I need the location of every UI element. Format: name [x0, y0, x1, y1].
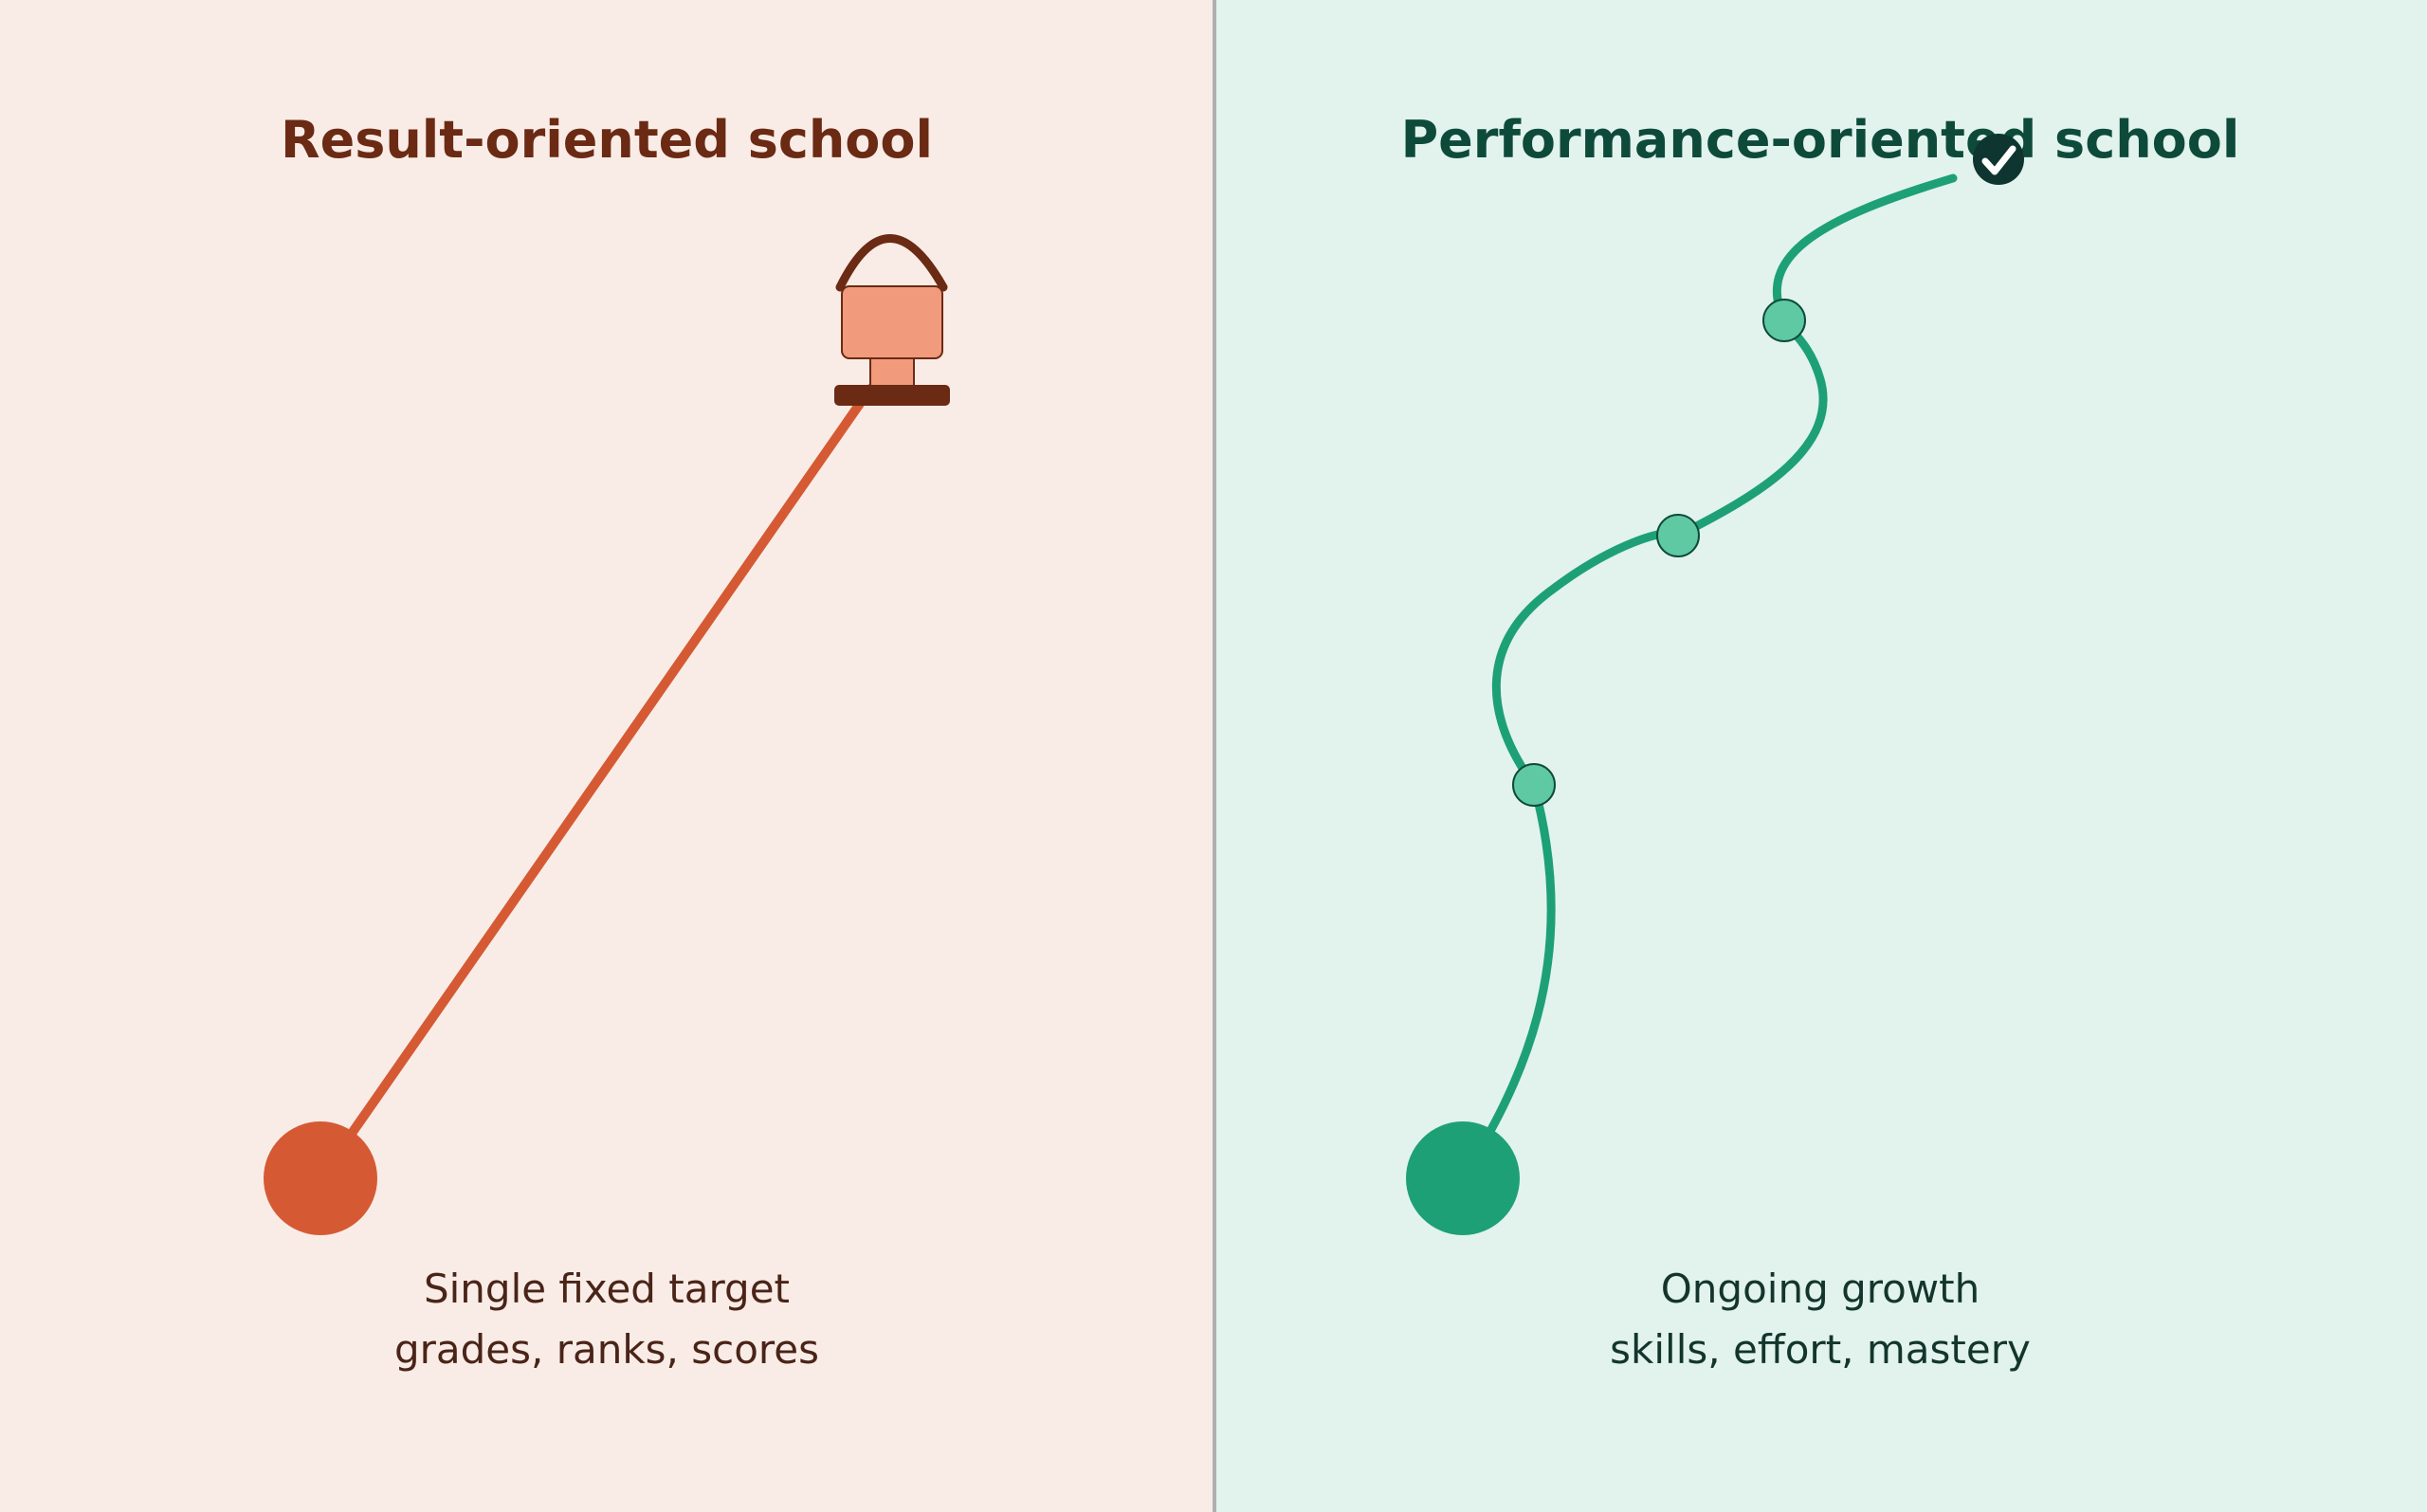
- trophy-handle: [835, 234, 948, 292]
- right-panel-background: [1214, 0, 2427, 1512]
- result-caption-line1: Single fixed target: [424, 1266, 790, 1312]
- result-caption-line2: grades, ranks, scores: [394, 1326, 819, 1373]
- milestone-marker: [1762, 299, 1806, 342]
- trophy-base: [834, 385, 950, 406]
- check-badge-icon: [1973, 134, 2024, 185]
- check-badge-circle: [1973, 134, 2024, 185]
- trophy-cup: [841, 285, 943, 359]
- left-panel-background: [0, 0, 1214, 1512]
- performance-caption-line2: skills, effort, mastery: [1610, 1326, 2031, 1373]
- check-mark: [1981, 145, 2016, 175]
- start-dot: [264, 1121, 377, 1235]
- performance-oriented-panel: Performance-oriented school Ongoing grow…: [1401, 110, 2240, 1373]
- result-panel-title: Result-oriented school: [281, 110, 933, 170]
- result-oriented-panel: Result-oriented school Single fixed targ…: [264, 110, 950, 1373]
- start-dot: [1406, 1121, 1520, 1235]
- milestone-marker: [1656, 514, 1700, 557]
- performance-caption-line1: Ongoing growth: [1661, 1266, 1980, 1312]
- performance-panel-title: Performance-oriented school: [1401, 110, 2240, 170]
- direct-path-line: [316, 384, 875, 1183]
- milestone-marker: [1512, 763, 1556, 807]
- trophy-stem: [869, 357, 915, 388]
- trophy-icon: [834, 234, 950, 406]
